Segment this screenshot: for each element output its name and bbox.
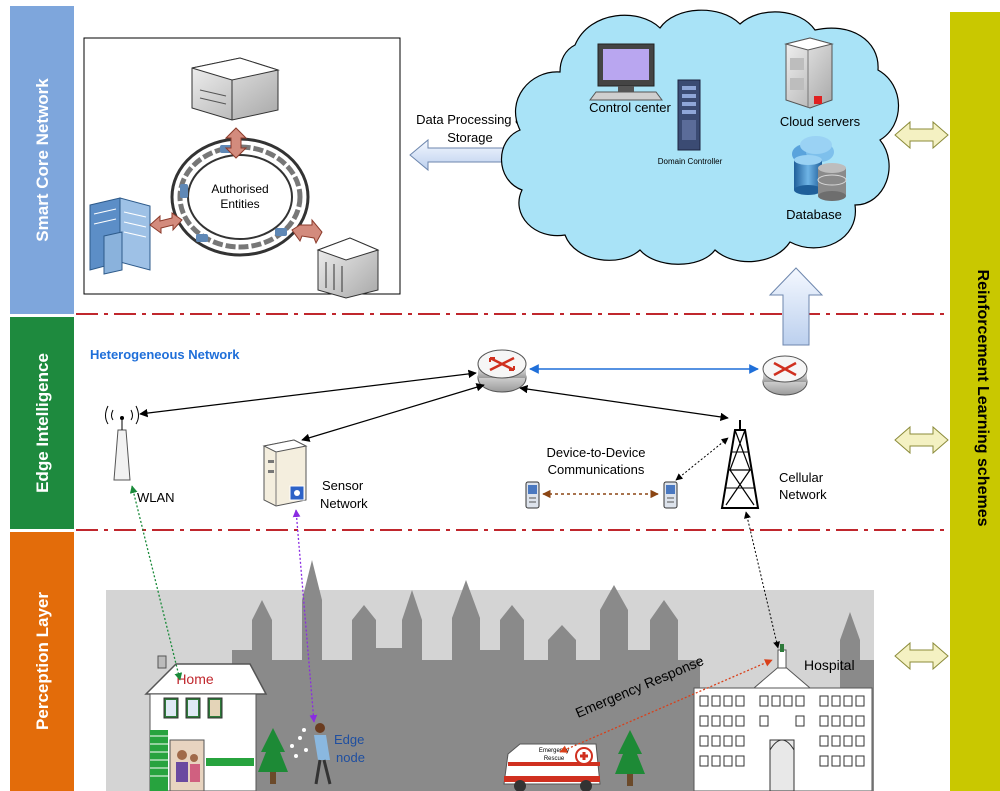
router-icon bbox=[762, 355, 808, 396]
database-icon bbox=[792, 136, 847, 201]
rl-band: Reinforcement Learning schemes bbox=[950, 12, 1000, 791]
rl-arrow-edge bbox=[894, 425, 949, 455]
phone-icon bbox=[663, 481, 678, 509]
link-router-tower bbox=[519, 384, 729, 422]
sensor-network-label: Network bbox=[320, 496, 368, 511]
sensor-label: Sensor bbox=[322, 478, 364, 493]
link-router-wlan bbox=[139, 369, 477, 418]
rl-label: Reinforcement Learning schemes bbox=[974, 270, 991, 527]
domain-controller-label: Domain Controller bbox=[658, 157, 723, 166]
link-sensor-edgenode bbox=[292, 509, 318, 723]
cellular-label: Cellular bbox=[779, 470, 824, 485]
database-label: Database bbox=[786, 207, 842, 222]
bank-icon bbox=[316, 237, 380, 299]
link-wlan-home bbox=[129, 485, 183, 681]
tree-icon bbox=[258, 728, 288, 784]
rl-arrow-perception bbox=[894, 641, 949, 671]
cell-tower-icon bbox=[720, 420, 760, 509]
computer-icon bbox=[589, 43, 663, 101]
edge-node-label-1: Edge bbox=[334, 732, 364, 747]
sensor-server-icon bbox=[262, 439, 308, 507]
server-icon bbox=[191, 57, 280, 121]
link-router-sensor bbox=[301, 383, 485, 442]
heterogeneous-network-label: Heterogeneous Network bbox=[90, 347, 240, 362]
uplink-arrow bbox=[768, 267, 824, 346]
layer-band-perception: Perception Layer bbox=[10, 532, 74, 791]
layer-label-core: Smart Core Network bbox=[33, 78, 52, 242]
building-icon bbox=[89, 197, 151, 275]
arrow-building-ring bbox=[149, 212, 183, 234]
hospital-label: Hospital bbox=[804, 657, 855, 673]
control-center-label: Control center bbox=[589, 100, 671, 115]
phone-icon bbox=[525, 481, 540, 509]
ambulance-icon bbox=[503, 743, 601, 791]
layer-band-core: Smart Core Network bbox=[10, 6, 74, 314]
cloud-servers-label: Cloud servers bbox=[780, 114, 861, 129]
antenna-icon bbox=[105, 405, 139, 481]
router-icon bbox=[477, 349, 527, 393]
layer-label-edge: Edge Intelligence bbox=[33, 353, 52, 493]
arrow-server-ring bbox=[224, 127, 248, 159]
d2d-label-1: Device-to-Device bbox=[547, 445, 646, 460]
rl-arrows bbox=[894, 120, 949, 671]
edge-node-label-2: node bbox=[336, 750, 365, 765]
data-processing-label: Data Processing & bbox=[416, 112, 524, 127]
person-icon bbox=[290, 723, 332, 785]
link-phone-tower bbox=[675, 437, 729, 481]
link-emergency bbox=[559, 659, 773, 753]
ambulance-label-1: Emergency bbox=[539, 748, 569, 754]
cloud-servers-icon bbox=[784, 37, 834, 109]
ambulance-label-2: Rescue bbox=[544, 756, 565, 762]
wlan-label: WLAN bbox=[137, 490, 175, 505]
storage-label: Storage bbox=[447, 130, 493, 145]
link-tower-hospital bbox=[744, 511, 780, 649]
home-label: Home bbox=[176, 671, 214, 687]
d2d-label-2: Communications bbox=[548, 462, 645, 477]
layer-label-perception: Perception Layer bbox=[33, 592, 52, 730]
arrow-bank-ring bbox=[291, 218, 323, 245]
cellular-network-label: Network bbox=[779, 487, 827, 502]
rl-arrow-core bbox=[894, 120, 949, 150]
tower-server-icon bbox=[677, 79, 701, 151]
layer-band-edge: Edge Intelligence bbox=[10, 317, 74, 529]
